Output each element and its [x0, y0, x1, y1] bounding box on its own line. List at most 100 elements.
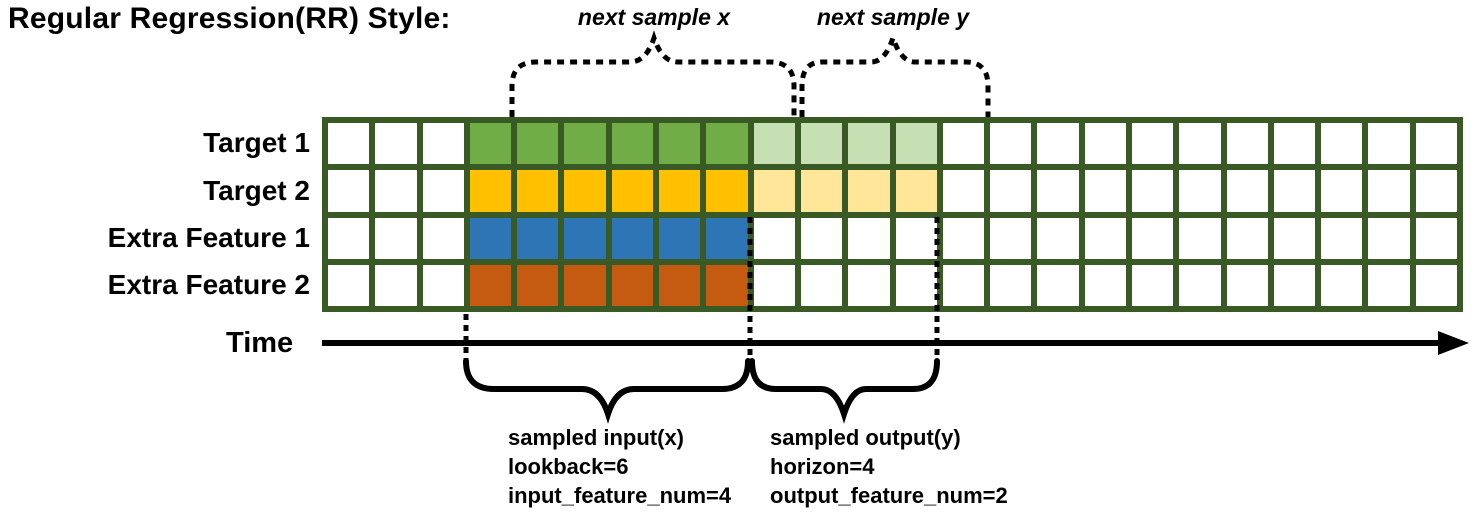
grid-cell	[1037, 264, 1079, 306]
grid-cell	[1415, 217, 1457, 259]
grid-cell	[1131, 170, 1174, 212]
grid-cell	[942, 123, 985, 165]
grid-cell	[1179, 217, 1221, 259]
grid-cell	[1321, 217, 1363, 259]
grid-cell	[753, 264, 795, 306]
grid-cell	[990, 170, 1032, 212]
grid-cell	[517, 217, 559, 259]
grid-cell	[1273, 264, 1316, 306]
grid-cell	[375, 217, 417, 259]
grid-cell	[1226, 264, 1268, 306]
grid-cell	[469, 170, 512, 212]
row-label-extra-feature-2: Extra Feature 2	[107, 269, 310, 300]
grid-cell	[1226, 217, 1268, 259]
grid-cell	[942, 217, 985, 259]
grid-cell	[848, 170, 890, 212]
grid-cell	[469, 217, 512, 259]
row-label-target-2: Target 2	[203, 175, 310, 206]
grid-cell	[611, 217, 654, 259]
next-sample-x-label: next sample x	[577, 4, 731, 30]
next-sample-y-label: next sample y	[816, 4, 970, 30]
grid-cell	[469, 264, 512, 306]
grid-cell	[564, 217, 606, 259]
grid-cell	[1273, 170, 1316, 212]
sampled-input-annotation: sampled input(x) lookback=6 input_featur…	[508, 423, 731, 510]
time-arrowhead-icon	[1438, 331, 1469, 355]
grid-cell	[1321, 264, 1363, 306]
grid-cell	[517, 264, 559, 306]
grid-cell	[706, 123, 748, 165]
grid-cell	[1415, 123, 1457, 165]
grid-cell	[1179, 123, 1221, 165]
grid-cell	[895, 264, 937, 306]
grid-cell	[659, 264, 701, 306]
grid-cell	[375, 170, 417, 212]
grid-cell	[895, 123, 937, 165]
sampled-output-line: sampled output(y)	[770, 425, 961, 450]
grid-cell	[611, 123, 654, 165]
grid-cell	[375, 123, 417, 165]
next-sample-y-brace-icon	[799, 30, 991, 117]
grid-cell	[1368, 170, 1410, 212]
grid-cell	[328, 123, 370, 165]
grid-cell	[800, 123, 843, 165]
output-feature-num-line: output_feature_num=2	[770, 483, 1008, 508]
sampled-input-line: sampled input(x)	[508, 425, 685, 450]
grid-cell	[1273, 123, 1316, 165]
grid-cell	[1131, 264, 1174, 306]
horizon-line: horizon=4	[770, 454, 875, 479]
grid-cell	[753, 123, 795, 165]
grid-cell	[1415, 264, 1457, 306]
grid-cell	[1321, 123, 1363, 165]
grid-cell	[1179, 170, 1221, 212]
grid-cell	[1084, 170, 1126, 212]
timeline-grid	[322, 117, 1463, 312]
grid-cell	[611, 264, 654, 306]
row-label-extra-feature-1: Extra Feature 1	[107, 222, 310, 253]
grid-cell	[895, 170, 937, 212]
grid-cell	[328, 170, 370, 212]
grid-cell	[659, 170, 701, 212]
grid-cell	[422, 170, 464, 212]
grid-cell	[942, 264, 985, 306]
grid-cell	[753, 217, 795, 259]
grid-cell	[800, 170, 843, 212]
grid-cell	[659, 123, 701, 165]
row-label-target-1: Target 1	[203, 127, 310, 158]
grid-cell	[706, 264, 748, 306]
lookback-line: lookback=6	[508, 454, 629, 479]
grid-cell	[1368, 264, 1410, 306]
grid-cell	[564, 264, 606, 306]
grid-cell	[848, 264, 890, 306]
grid-cell	[1084, 217, 1126, 259]
grid-cell	[328, 217, 370, 259]
grid-cell	[517, 170, 559, 212]
grid-cell	[706, 217, 748, 259]
grid-cell	[328, 264, 370, 306]
grid-cell	[375, 264, 417, 306]
grid-cell	[1226, 123, 1268, 165]
grid-cell	[942, 170, 985, 212]
grid-cell	[895, 217, 937, 259]
grid-cell	[800, 217, 843, 259]
grid-cell	[990, 264, 1032, 306]
grid-cell	[659, 217, 701, 259]
grid-cell	[1415, 170, 1457, 212]
grid-cell	[1131, 123, 1174, 165]
grid-cell	[1131, 217, 1174, 259]
sampled-output-brace-icon	[749, 358, 940, 424]
grid-cell	[1037, 217, 1079, 259]
grid-cell	[422, 217, 464, 259]
grid-cell	[1273, 217, 1316, 259]
grid-cell	[848, 217, 890, 259]
grid-cell	[800, 264, 843, 306]
grid-cell	[517, 123, 559, 165]
grid-cell	[564, 123, 606, 165]
grid-cell	[1084, 123, 1126, 165]
grid-cell	[1084, 264, 1126, 306]
sampled-input-brace-icon	[463, 358, 751, 424]
grid-cell	[1179, 264, 1221, 306]
grid-cell	[1368, 123, 1410, 165]
grid-cell	[1368, 217, 1410, 259]
